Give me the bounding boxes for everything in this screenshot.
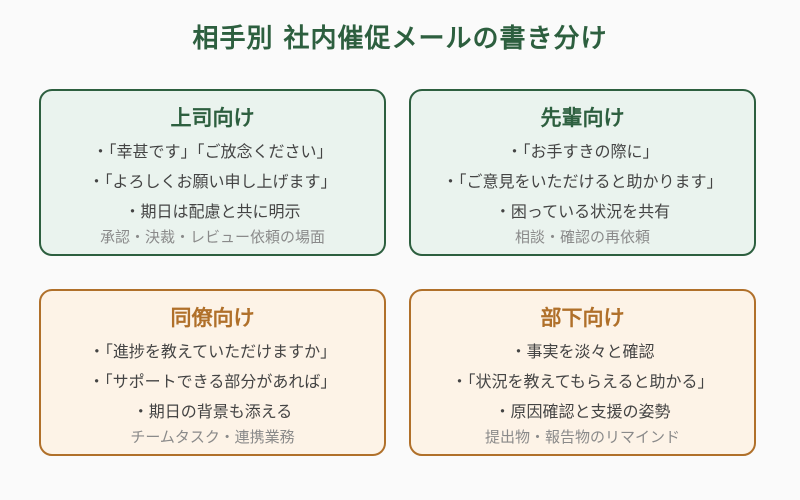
card-heading: 同僚向け [170,306,255,330]
list-item: ・「ご意見をいただけると助かります」 [442,172,723,191]
card-items: ・「幸甚です」「ご放念ください」 ・「よろしくお願い申し上げます」 ・期日は配慮… [41,137,384,227]
list-item: ・「よろしくお願い申し上げます」 [88,172,337,191]
card-heading: 上司向け [170,106,255,130]
page-title: 相手別 社内催促メールの書き分け [192,24,608,54]
card-items: ・「進捗を教えていただけますか」 ・「サポートできる部分があれば」 ・期日の背景… [41,337,384,427]
card-note: チームタスク・連携業務 [130,428,295,446]
card-items: ・事実を淡々と確認 ・「状況を教えてもらえると助かる」 ・原因確認と支援の姿勢 [411,337,754,427]
list-item: ・「進捗を教えていただけますか」 [88,342,337,361]
list-item: ・困っている状況を共有 [494,202,671,221]
list-item: ・原因確認と支援の姿勢 [494,402,671,421]
card-items: ・「お手すきの際に」 ・「ご意見をいただけると助かります」 ・困っている状況を共… [411,137,754,227]
list-item: ・「お手すきの際に」 [506,142,659,161]
card-heading: 先輩向け [540,106,625,130]
list-item: ・事実を淡々と確認 [510,342,655,361]
card-note: 承認・決裁・レビュー依頼の場面 [99,228,325,246]
list-item: ・「状況を教えてもらえると助かる」 [451,372,714,391]
card-senior: 先輩向け ・「お手すきの際に」 ・「ご意見をいただけると助かります」 ・困ってい… [409,89,756,256]
list-item: ・「サポートできる部分があれば」 [88,372,337,391]
card-note: 相談・確認の再依頼 [514,228,650,246]
card-subordinate: 部下向け ・事実を淡々と確認 ・「状況を教えてもらえると助かる」 ・原因確認と支… [409,289,756,456]
card-colleague: 同僚向け ・「進捗を教えていただけますか」 ・「サポートできる部分があれば」 ・… [39,289,386,456]
list-item: ・期日は配慮と共に明示 [124,202,301,221]
list-item: ・期日の背景も添える [132,402,293,421]
card-heading: 部下向け [540,306,625,330]
card-boss: 上司向け ・「幸甚です」「ご放念ください」 ・「よろしくお願い申し上げます」 ・… [39,89,386,256]
card-note: 提出物・報告物のリマインド [484,428,680,446]
list-item: ・「幸甚です」「ご放念ください」 [92,142,333,161]
